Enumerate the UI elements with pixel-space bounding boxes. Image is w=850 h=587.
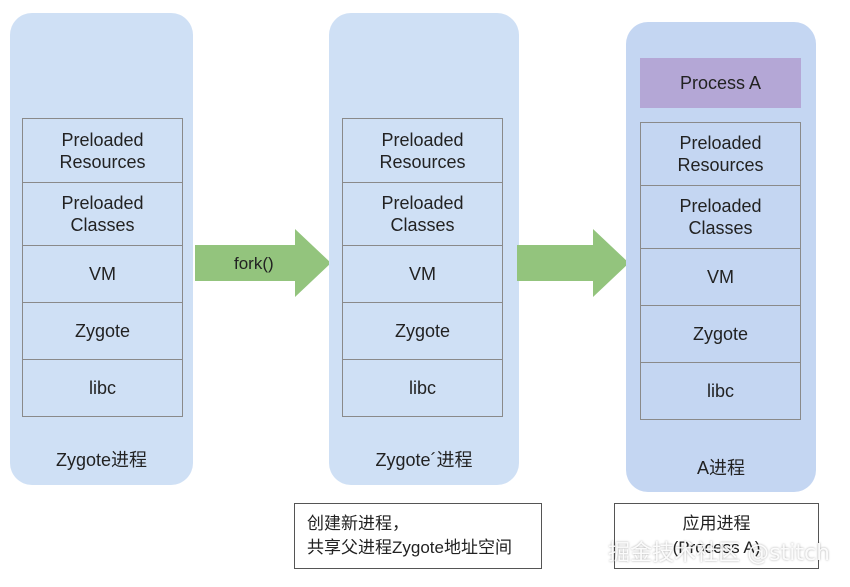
fork-label: fork() [234, 254, 274, 273]
layer-libc: libc [342, 360, 503, 417]
panel-label: Zygote进程 [55, 450, 148, 470]
layer-libc: libc [22, 360, 183, 417]
layer-preloaded-classes: Preloaded Classes [640, 186, 801, 249]
note-line: 创建新进程， [307, 514, 409, 533]
fork-description-note: 创建新进程， 共享父进程Zygote地址空间 [294, 503, 542, 569]
layer-preloaded-resources: Preloaded Resources [22, 119, 183, 183]
layer-libc: libc [640, 363, 801, 420]
zygote-memory-stack: Preloaded Resources Preloaded Classes VM… [22, 118, 183, 417]
process-a-memory-stack: Preloaded Resources Preloaded Classes VM… [640, 122, 801, 420]
arrow-shape [195, 229, 331, 297]
note-line: 应用进程 [682, 514, 751, 533]
layer-preloaded-classes: Preloaded Classes [22, 183, 183, 246]
watermark-text: 掘金技术社区 @stitch [608, 541, 830, 566]
layer-zygote: Zygote [342, 303, 503, 360]
note-line: (Process A) [672, 538, 761, 557]
zygote-process-panel: Preloaded Resources Preloaded Classes VM… [10, 13, 193, 485]
layer-preloaded-resources: Preloaded Resources [640, 123, 801, 186]
process-a-panel: Process A Preloaded Resources Preloaded … [626, 22, 816, 492]
layer-preloaded-resources: Preloaded Resources [342, 119, 503, 183]
fork-arrow [195, 229, 331, 297]
transform-arrow [517, 229, 629, 297]
arrow-shape [517, 229, 629, 297]
zygote-child-panel: Preloaded Resources Preloaded Classes VM… [329, 13, 519, 485]
panel-label: A进程 [696, 458, 745, 478]
layer-zygote: Zygote [22, 303, 183, 360]
zygote-child-memory-stack: Preloaded Resources Preloaded Classes VM… [342, 118, 503, 417]
panel-label: Zygote´进程 [375, 450, 473, 470]
layer-vm: VM [342, 246, 503, 303]
process-a-box: Process A [640, 58, 801, 108]
layer-zygote: Zygote [640, 306, 801, 363]
layer-preloaded-classes: Preloaded Classes [342, 183, 503, 246]
app-process-note: 应用进程 (Process A) [614, 503, 819, 569]
layer-vm: VM [22, 246, 183, 303]
note-line: 共享父进程Zygote地址空间 [307, 538, 512, 557]
layer-vm: VM [640, 249, 801, 306]
